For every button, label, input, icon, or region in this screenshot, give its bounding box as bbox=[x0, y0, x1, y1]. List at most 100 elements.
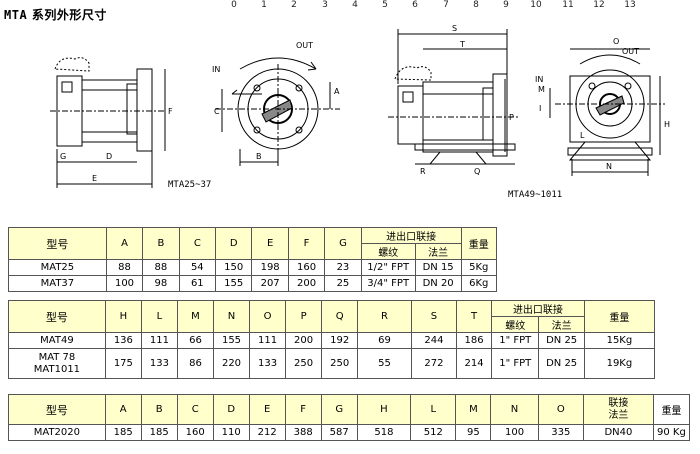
cell: 272 bbox=[410, 348, 458, 379]
cell: MAT49 bbox=[8, 332, 106, 349]
label-e: E bbox=[92, 174, 97, 183]
header-connection: 进出口联接 bbox=[360, 227, 462, 244]
cell: 388 bbox=[284, 424, 322, 441]
label-h: H bbox=[664, 120, 670, 129]
cell: 1" FPT bbox=[491, 332, 540, 349]
header-thread: 螺纹 bbox=[491, 316, 540, 333]
header-a: A bbox=[105, 227, 144, 260]
header-model: 型号 bbox=[8, 227, 107, 260]
header-weight: 重量 bbox=[652, 394, 691, 425]
header-thread: 螺纹 bbox=[360, 243, 416, 260]
cell: 5Kg bbox=[460, 259, 498, 276]
front-view-large bbox=[549, 48, 665, 176]
label-f: F bbox=[168, 107, 173, 116]
header-b: B bbox=[142, 227, 180, 260]
cell: 1" FPT bbox=[491, 348, 540, 379]
cell: 200 bbox=[285, 332, 323, 349]
label-l: L bbox=[580, 131, 585, 140]
header-f: F bbox=[284, 394, 322, 425]
side-view-large bbox=[388, 29, 520, 165]
header-flange: 法兰 bbox=[538, 316, 585, 333]
header-r: R bbox=[357, 300, 412, 333]
cell: 192 bbox=[321, 332, 359, 349]
ruler-tick: 7 bbox=[443, 0, 449, 10]
header-model: 型号 bbox=[8, 394, 106, 425]
dimension-drawing: G D E F OUT IN C A B bbox=[50, 24, 670, 188]
header-f: F bbox=[287, 227, 326, 260]
header-m: M bbox=[455, 394, 492, 425]
cell: DN 25 bbox=[538, 348, 585, 379]
ruler-tick: 0 bbox=[231, 0, 237, 10]
header-c: C bbox=[176, 394, 214, 425]
ruler-tick: 5 bbox=[382, 0, 388, 10]
cell: 90 Kg bbox=[652, 424, 691, 441]
header-n: N bbox=[212, 300, 251, 333]
cell: 54 bbox=[178, 259, 217, 276]
header-l: L bbox=[410, 394, 457, 425]
cell: 69 bbox=[357, 332, 412, 349]
cell: 98 bbox=[142, 275, 180, 292]
label-r: R bbox=[420, 167, 426, 176]
header-e: E bbox=[248, 394, 286, 425]
cell: MAT 78 MAT1011 bbox=[8, 348, 106, 379]
cell: 88 bbox=[105, 259, 144, 276]
front-view-small bbox=[215, 57, 340, 166]
header-g: G bbox=[324, 227, 362, 260]
cell: 518 bbox=[356, 424, 412, 441]
cell: 335 bbox=[537, 424, 584, 441]
label-p: P bbox=[509, 113, 514, 122]
label-in-left: IN bbox=[212, 65, 220, 74]
cell: 19Kg bbox=[583, 348, 656, 379]
ruler-tick: 3 bbox=[322, 0, 328, 10]
label-c: C bbox=[214, 107, 220, 116]
cell: 1/2" FPT bbox=[360, 259, 416, 276]
ruler-tick: 11 bbox=[562, 0, 574, 10]
ruler-tick: 1 bbox=[261, 0, 267, 10]
cell: 587 bbox=[320, 424, 358, 441]
label-o: O bbox=[613, 37, 619, 46]
cell: 66 bbox=[176, 332, 214, 349]
header-q: Q bbox=[321, 300, 359, 333]
cell: 512 bbox=[410, 424, 457, 441]
ruler-tick: 10 bbox=[530, 0, 542, 10]
header-t: T bbox=[456, 300, 493, 333]
page-title: MTA 系列外形尺寸 bbox=[4, 6, 107, 23]
scale-ruler: 0 1 2 3 4 5 6 7 8 9 10 11 12 13 bbox=[0, 0, 700, 12]
cell: MAT25 bbox=[8, 259, 107, 276]
cell: DN40 bbox=[582, 424, 654, 441]
label-q: Q bbox=[474, 167, 480, 176]
header-l: L bbox=[140, 300, 178, 333]
table-row: MAT37 100 98 61 155 207 200 25 3/4" FPT … bbox=[8, 275, 498, 292]
cell: 95 bbox=[455, 424, 492, 441]
header-weight: 重量 bbox=[583, 300, 656, 333]
header-g: G bbox=[320, 394, 358, 425]
cell: 61 bbox=[178, 275, 217, 292]
label-i: I bbox=[539, 104, 541, 113]
cell: 214 bbox=[456, 348, 493, 379]
header-a: A bbox=[104, 394, 142, 425]
label-a: A bbox=[334, 87, 340, 96]
cell: 244 bbox=[410, 332, 458, 349]
cell: 133 bbox=[140, 348, 178, 379]
cell: 185 bbox=[140, 424, 178, 441]
side-view-small bbox=[50, 57, 166, 188]
left-drawing-caption: MTA25~37 bbox=[168, 180, 212, 190]
header-e: E bbox=[251, 227, 289, 260]
header-h: H bbox=[104, 300, 142, 333]
ruler-tick: 12 bbox=[593, 0, 605, 10]
cell: 110 bbox=[212, 424, 250, 441]
header-b: B bbox=[140, 394, 178, 425]
ruler-tick: 2 bbox=[291, 0, 297, 10]
cell: 200 bbox=[287, 275, 326, 292]
cell: 111 bbox=[249, 332, 287, 349]
cell: 220 bbox=[212, 348, 251, 379]
cell: 175 bbox=[104, 348, 142, 379]
cell: DN 20 bbox=[414, 275, 462, 292]
header-flange-connection: 联接 法兰 bbox=[582, 394, 654, 425]
header-d: D bbox=[212, 394, 250, 425]
header-s: S bbox=[410, 300, 458, 333]
header-flange: 法兰 bbox=[414, 243, 462, 260]
header-o: O bbox=[537, 394, 584, 425]
cell: 88 bbox=[142, 259, 180, 276]
cell: 86 bbox=[176, 348, 214, 379]
